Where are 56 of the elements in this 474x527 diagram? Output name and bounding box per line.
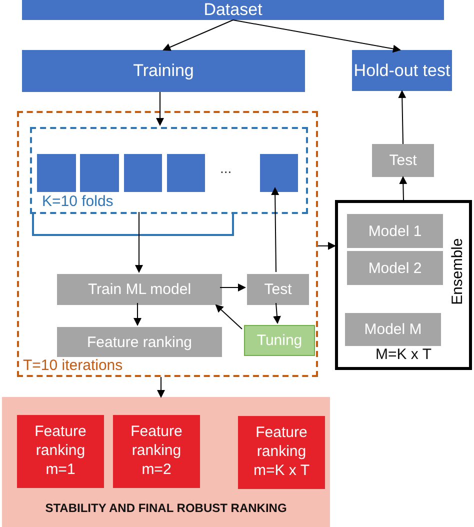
arrow (220, 284, 246, 292)
process-box (57, 327, 222, 357)
process-box (347, 251, 443, 285)
arrow (399, 176, 408, 200)
panel-title: STABILITY AND FINAL ROBUST RANKING (44, 501, 288, 515)
process-box (247, 274, 309, 305)
box-label: Training (133, 61, 194, 81)
iteration-frame (17, 111, 318, 377)
box-label: Feature ranking m=1 (34, 423, 88, 480)
process-box (352, 50, 452, 91)
box-label: Test (389, 152, 417, 169)
frame-label: K=10 folds (42, 193, 114, 210)
ranking-panel (2, 397, 330, 527)
tuning-box (244, 325, 315, 356)
box-label: Feature ranking m=2 (130, 423, 184, 480)
process-box (22, 50, 305, 92)
ranking-box (113, 415, 200, 488)
arrow (157, 376, 165, 398)
box-label: Model 2 (368, 260, 422, 276)
arrow (215, 304, 242, 330)
arrow (398, 90, 406, 144)
box-label: Feature ranking (86, 334, 192, 350)
box-label: Hold-out test (354, 60, 450, 80)
process-box (57, 274, 222, 305)
arrow (318, 242, 336, 250)
box-label: Dataset (204, 0, 262, 20)
box-label: Tuning (256, 332, 302, 349)
box-shape (167, 154, 205, 192)
ensemble-frame (335, 200, 472, 370)
box-label: Feature ranking m=K x T (252, 424, 310, 481)
process-box (22, 0, 444, 20)
box-label: Model M (364, 321, 422, 338)
arrow (135, 212, 143, 273)
arrow (156, 92, 164, 126)
box-shape (124, 154, 162, 192)
folds-frame (30, 127, 308, 214)
box-label: Train ML model (88, 281, 192, 298)
arrow (232, 20, 401, 53)
ranking-box (238, 416, 325, 489)
box-shape (37, 154, 76, 192)
formula-label: M=K x T (374, 346, 432, 363)
frame-label: Ensemble (449, 238, 466, 305)
box-label: Model 1 (368, 222, 422, 240)
arrow (162, 20, 234, 51)
frame-label: T=10 iterations (23, 357, 123, 374)
ranking-box (17, 415, 104, 488)
arrow (271, 187, 280, 272)
box-label: Test (264, 281, 292, 298)
ellipsis-label: ... (220, 160, 232, 176)
process-box (347, 214, 443, 248)
process-box (345, 313, 441, 346)
arrow (273, 302, 281, 324)
box-shape (260, 154, 298, 192)
process-box (372, 144, 434, 177)
box-shape (80, 154, 119, 192)
arrow (134, 302, 142, 326)
